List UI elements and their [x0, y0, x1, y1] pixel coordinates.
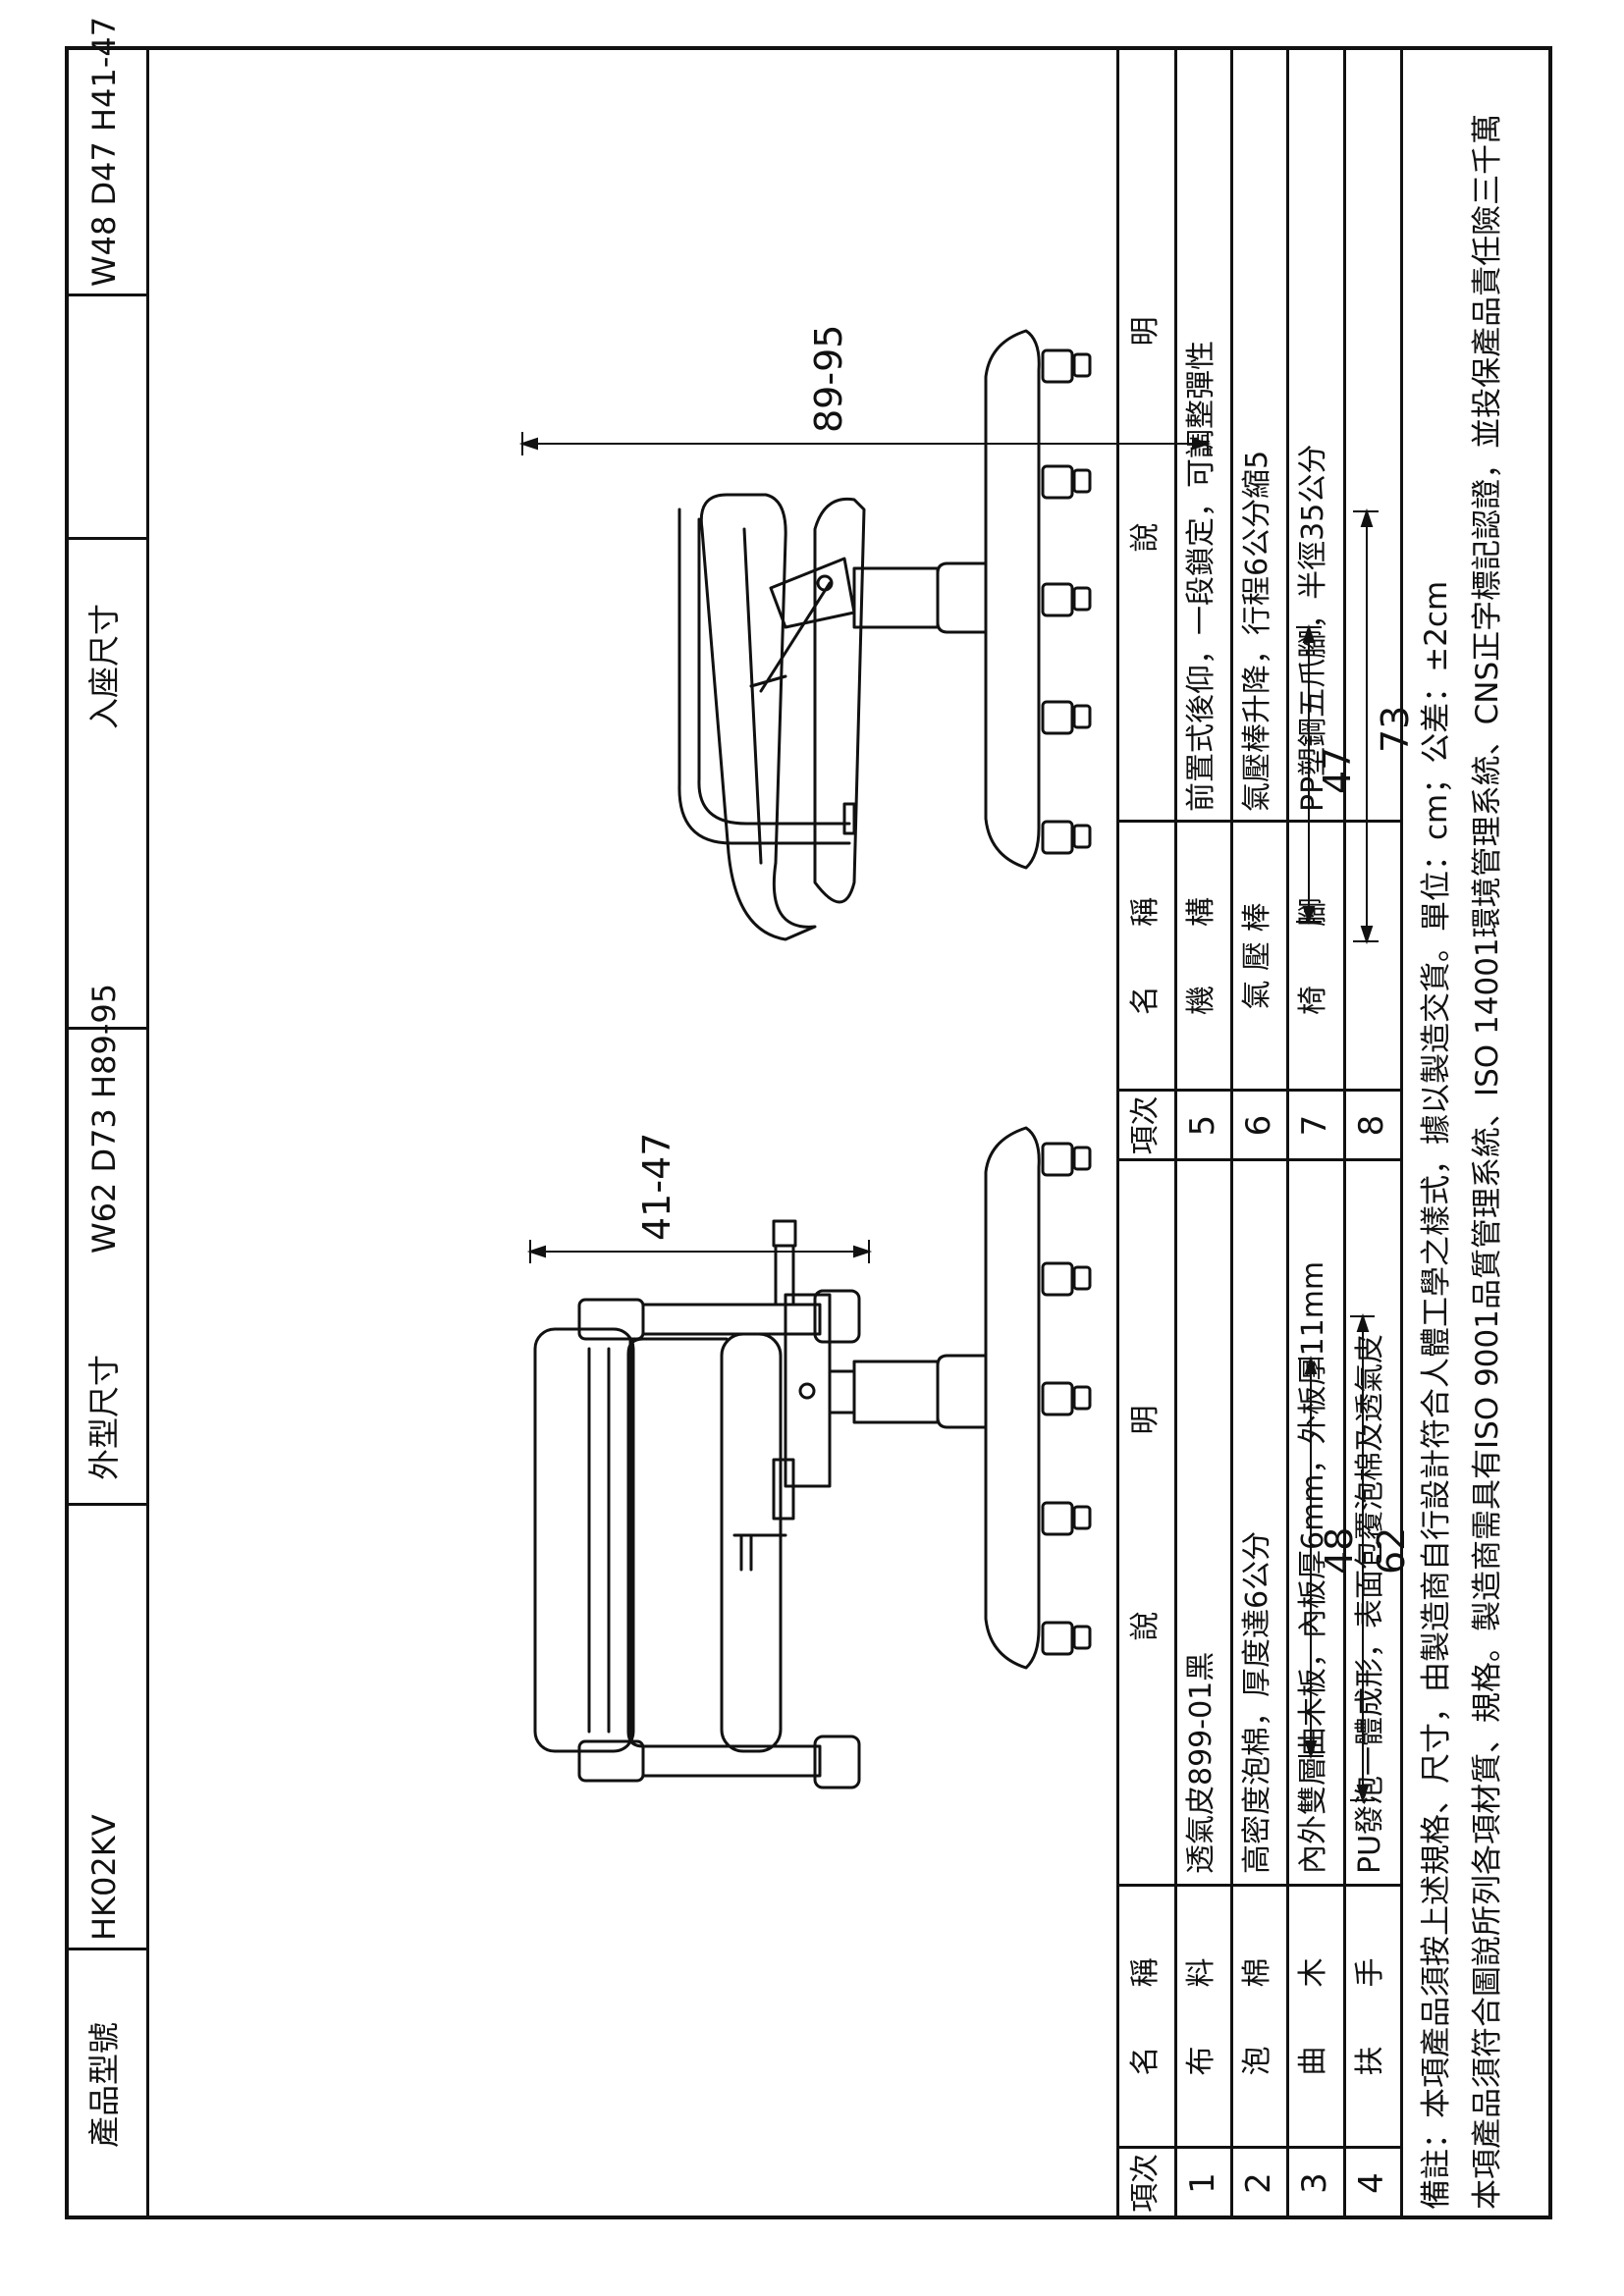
front-cylinder-top	[828, 1369, 856, 1415]
front-backrest	[533, 1327, 635, 1753]
front-arm-post-right	[641, 1303, 822, 1336]
front-lever-left	[772, 1458, 795, 1521]
front-view	[533, 1126, 1092, 1789]
front-armrest-right	[577, 1298, 645, 1341]
dim-side-depth-outer: 73	[1374, 705, 1417, 753]
side-arm-joint	[842, 802, 856, 835]
front-casters	[1041, 1142, 1092, 1656]
front-base	[984, 1126, 1041, 1670]
front-arm-post-left	[641, 1744, 822, 1778]
side-seat	[813, 497, 866, 904]
dim-front-height: 41-47	[635, 1132, 678, 1241]
front-mechanism	[784, 1293, 832, 1488]
side-armrest-frame	[677, 507, 851, 845]
dim-side-height: 89-95	[807, 324, 850, 433]
front-mech-bolt	[798, 1382, 816, 1400]
dim-front-width-inner: 48	[1318, 1526, 1361, 1575]
side-lever	[759, 581, 832, 693]
front-arm-pad-left	[813, 1735, 861, 1789]
front-cylinder-cover	[936, 1354, 988, 1429]
side-base	[984, 329, 1041, 870]
side-cylinder-cover	[936, 561, 988, 634]
dimension-lines	[518, 432, 1379, 1804]
front-seat-top	[626, 1337, 729, 1748]
side-view	[677, 329, 1092, 941]
side-mechanism	[769, 557, 856, 629]
dim-side-depth-inner: 47	[1316, 746, 1359, 794]
front-lever-knob	[772, 1219, 797, 1248]
side-lever-tip	[749, 674, 787, 688]
side-armrest-frame-inner	[697, 517, 851, 826]
side-back-inner	[742, 527, 763, 865]
front-cylinder	[852, 1360, 940, 1424]
dim-front-width-outer: 62	[1370, 1526, 1413, 1575]
side-backrest	[699, 493, 817, 941]
front-arm-pad-right	[813, 1289, 861, 1344]
side-cylinder	[852, 566, 940, 629]
side-casters	[1041, 348, 1092, 855]
front-armrest-left	[577, 1739, 645, 1783]
